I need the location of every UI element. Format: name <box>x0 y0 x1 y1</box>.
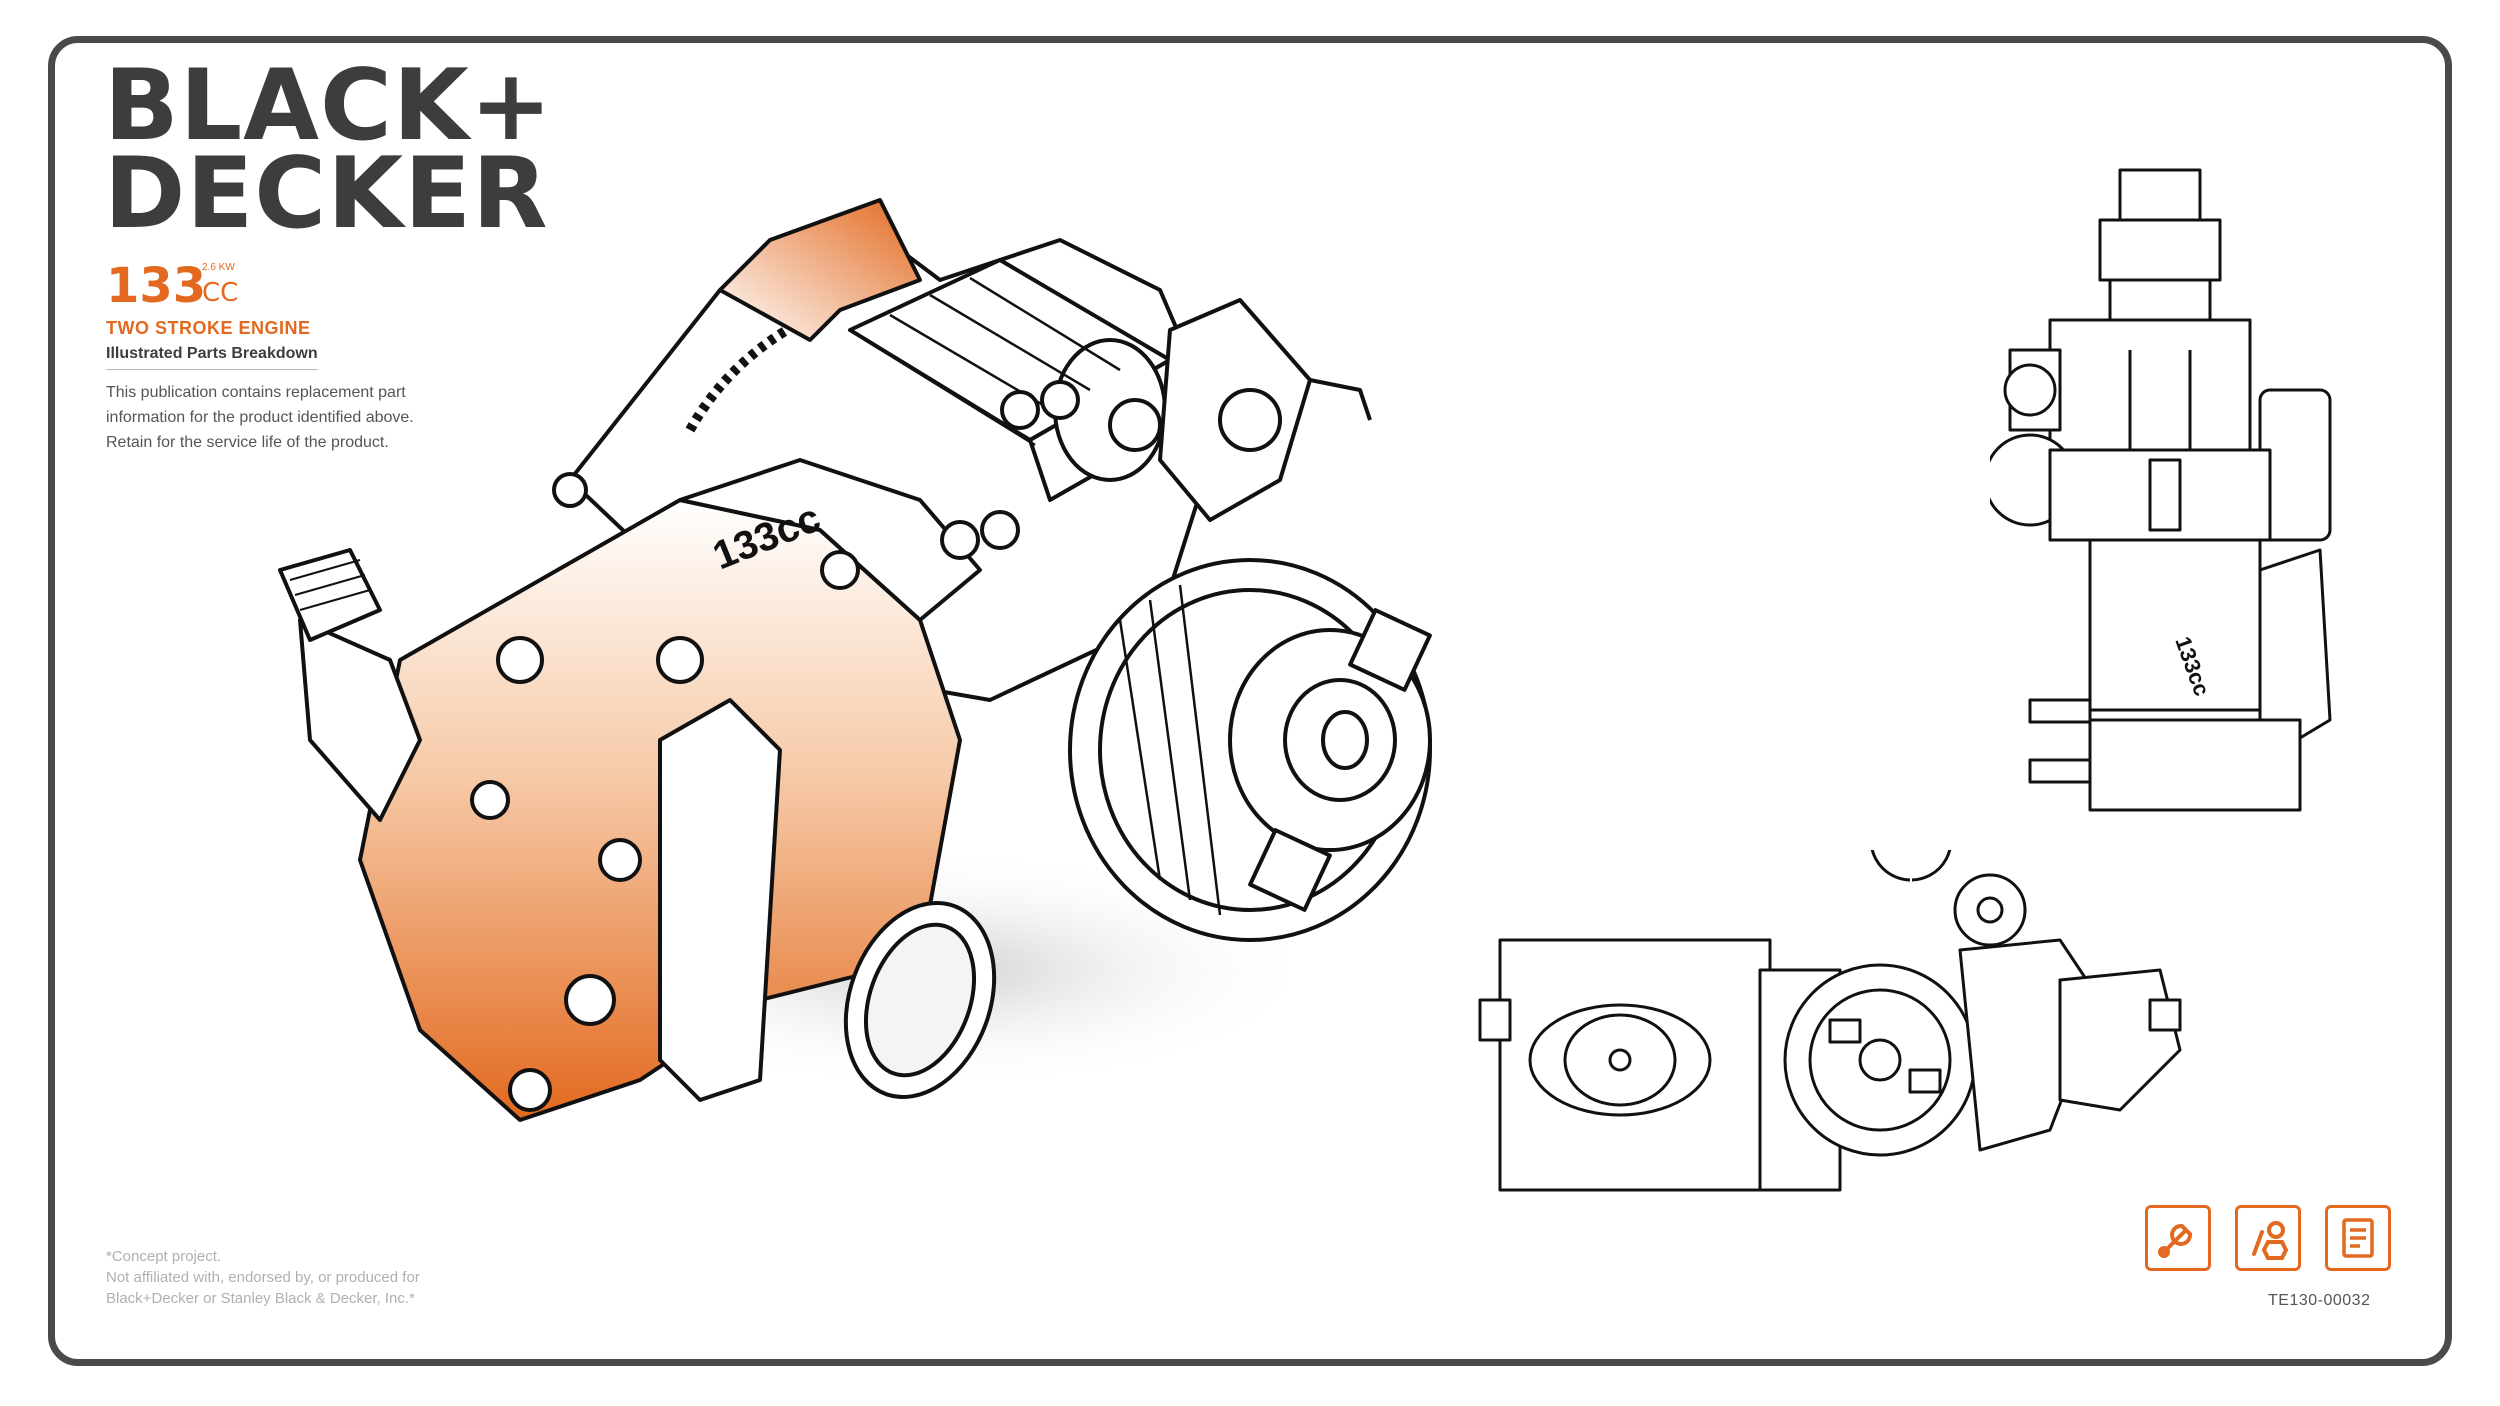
disclaimer-line: Black+Decker or Stanley Black & Decker, … <box>106 1290 415 1307</box>
disclaimer-line: Not affiliated with, endorsed by, or pro… <box>106 1269 420 1286</box>
description-line: information for the product identified a… <box>106 409 414 426</box>
checklist-button[interactable] <box>2325 1205 2391 1271</box>
displacement-spec: 133 2.6 KW CC <box>106 258 238 314</box>
power-rating: 2.6 KW <box>202 262 235 273</box>
parts-button[interactable] <box>2235 1205 2301 1271</box>
side-view-illustration: 133cc <box>1990 168 2332 812</box>
brand-line-2: DECKER <box>104 137 549 251</box>
displacement-value: 133 <box>106 258 207 314</box>
description-line: Retain for the service life of the produ… <box>106 434 389 451</box>
checklist-icon <box>2342 1218 2374 1258</box>
document-subtitle: Illustrated Parts Breakdown <box>106 345 318 370</box>
displacement-unit: CC <box>202 278 239 308</box>
wrench-icon <box>2158 1223 2193 1258</box>
brand-logo: BLACK+ DECKER <box>104 49 553 251</box>
description-line: This publication contains replacement pa… <box>106 384 406 401</box>
tools-button[interactable] <box>2145 1205 2211 1271</box>
brand-line-1: BLACK+ <box>104 49 553 163</box>
main-engine-illustration: 133cc <box>278 198 1432 1122</box>
description-text: This publication contains replacement pa… <box>106 380 526 455</box>
front-view-illustration <box>1478 850 2182 1192</box>
disclaimer-line: *Concept project. <box>106 1248 222 1265</box>
document-code: TE130-00032 <box>2268 1292 2371 1309</box>
engine-title: TWO STROKE ENGINE <box>106 318 311 338</box>
parts-icon <box>2252 1221 2289 1260</box>
disclaimer-text: *Concept project. Not affiliated with, e… <box>106 1246 420 1309</box>
